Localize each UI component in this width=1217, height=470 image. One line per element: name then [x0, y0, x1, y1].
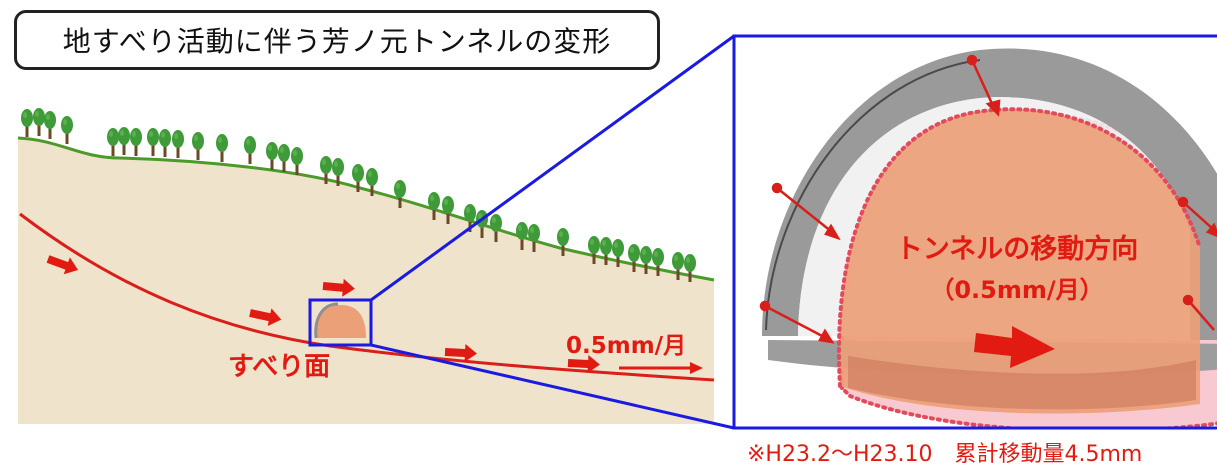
tunnel-rate-label: （0.5mm/月） — [930, 276, 1104, 304]
slope-cross-section — [17, 34, 735, 430]
tunnel-detail — [732, 34, 1217, 430]
cumulative-displacement-note: ※H23.2～H23.10 累計移動量4.5mm — [747, 442, 1143, 467]
displacement-vectors — [759, 54, 1217, 344]
tunnel-direction-label: トンネルの移動方向 — [895, 234, 1139, 265]
tunnel-small — [314, 302, 366, 339]
zoom-connector-bottom — [370, 343, 735, 430]
ground — [18, 138, 714, 424]
title-box: 地すべり活動に伴う芳ノ元トンネルの変形 — [14, 10, 660, 70]
moved-tunnel — [838, 109, 1200, 414]
moved-invert — [848, 356, 1196, 410]
detail-locator-box — [308, 298, 373, 347]
slip-rate-label: 0.5mm/月 — [566, 333, 687, 359]
detail-frame — [732, 34, 1217, 430]
original-lining — [762, 48, 1217, 340]
slip-surface-label: すべり面 — [228, 352, 331, 382]
movement-arrows — [44, 250, 703, 374]
zoom-connector-top — [370, 34, 735, 302]
diagram-title: 地すべり活動に伴う芳ノ元トンネルの変形 — [62, 25, 612, 58]
direction-arrow — [974, 326, 1055, 368]
